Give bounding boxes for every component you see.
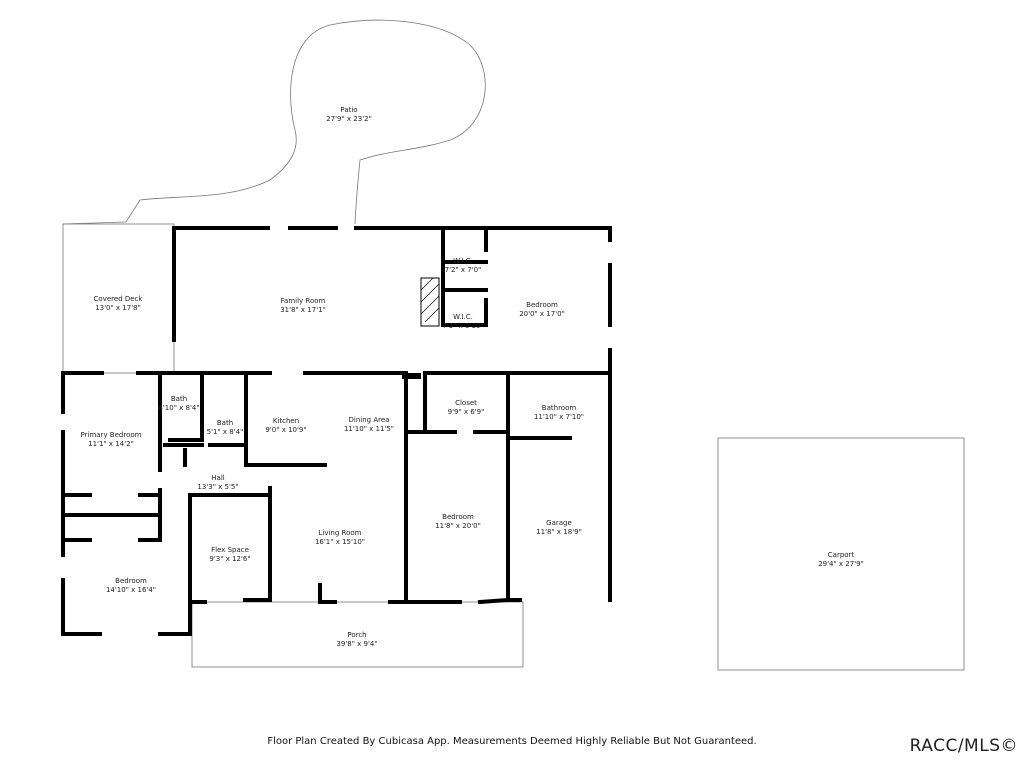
room-name: Porch xyxy=(347,631,367,639)
room-label-wic-1: W.I.C.7'2" x 7'0" xyxy=(445,257,482,275)
room-size: 5'1" x 8'4" xyxy=(206,428,244,436)
room-name: Bathroom xyxy=(541,404,577,412)
room-size: 9'3" x 12'6" xyxy=(209,555,251,563)
carport-outline xyxy=(717,437,965,671)
room-label-wic-2: W.I.C.7'3" x 5'10" xyxy=(442,313,483,331)
room-name: Primary Bedroom xyxy=(80,431,142,439)
fireplace xyxy=(420,277,440,327)
room-size: 29'4" x 27'9" xyxy=(818,560,864,568)
disclaimer: Floor Plan Created By Cubicasa App. Meas… xyxy=(267,736,757,747)
room-size: 7'2" x 7'0" xyxy=(444,266,482,274)
room-size: 20'0" x 17'0" xyxy=(519,310,565,318)
room-name: W.I.C. xyxy=(453,257,473,265)
room-size: 4'10" x 8'4" xyxy=(158,404,200,412)
room-name: Bedroom xyxy=(115,577,147,585)
room-name: Dining Area xyxy=(348,416,390,424)
room-size: 31'8" x 17'1" xyxy=(280,306,326,314)
room-size: 11'8" x 20'0" xyxy=(435,522,481,530)
room-name: Kitchen xyxy=(272,417,300,425)
room-size: 11'10" x 7'10" xyxy=(533,413,585,421)
room-name: Bath xyxy=(216,419,234,427)
room-size: 11'10" x 11'5" xyxy=(343,425,395,433)
room-size: 39'8" x 9'4" xyxy=(336,640,378,648)
mls-logo: RACC/MLS© xyxy=(909,736,1018,756)
patio-outline xyxy=(62,19,486,225)
room-size: 27'9" x 23'2" xyxy=(326,115,372,123)
room-name: Bath xyxy=(170,395,188,403)
room-name: Garage xyxy=(546,519,572,527)
room-size: 14'10" x 16'4" xyxy=(105,586,157,594)
room-size: 13'3" x 5'5" xyxy=(197,483,239,491)
room-size: 11'8" x 18'9" xyxy=(536,528,582,536)
thin-outlines xyxy=(62,19,965,671)
room-name: Patio xyxy=(340,106,358,114)
room-size: 16'1" x 15'10" xyxy=(314,538,366,546)
room-size: 13'0" x 17'8" xyxy=(95,304,141,312)
room-name: Hall xyxy=(211,474,225,482)
room-name: Living Room xyxy=(318,529,362,537)
walls xyxy=(61,226,612,636)
room-name: W.I.C. xyxy=(453,313,473,321)
room-name: Bedroom xyxy=(526,301,558,309)
room-size: 9'0" x 10'9" xyxy=(265,426,307,434)
room-size: 11'1" x 14'2" xyxy=(88,440,134,448)
room-size: 7'3" x 5'10" xyxy=(442,322,484,330)
room-size: 9'9" x 6'9" xyxy=(447,408,485,416)
room-name: Covered Deck xyxy=(93,295,143,303)
room-name: Flex Space xyxy=(211,546,249,554)
room-name: Family Room xyxy=(280,297,326,305)
room-name: Closet xyxy=(455,399,477,407)
room-name: Bedroom xyxy=(442,513,474,521)
room-name: Carport xyxy=(827,551,855,559)
